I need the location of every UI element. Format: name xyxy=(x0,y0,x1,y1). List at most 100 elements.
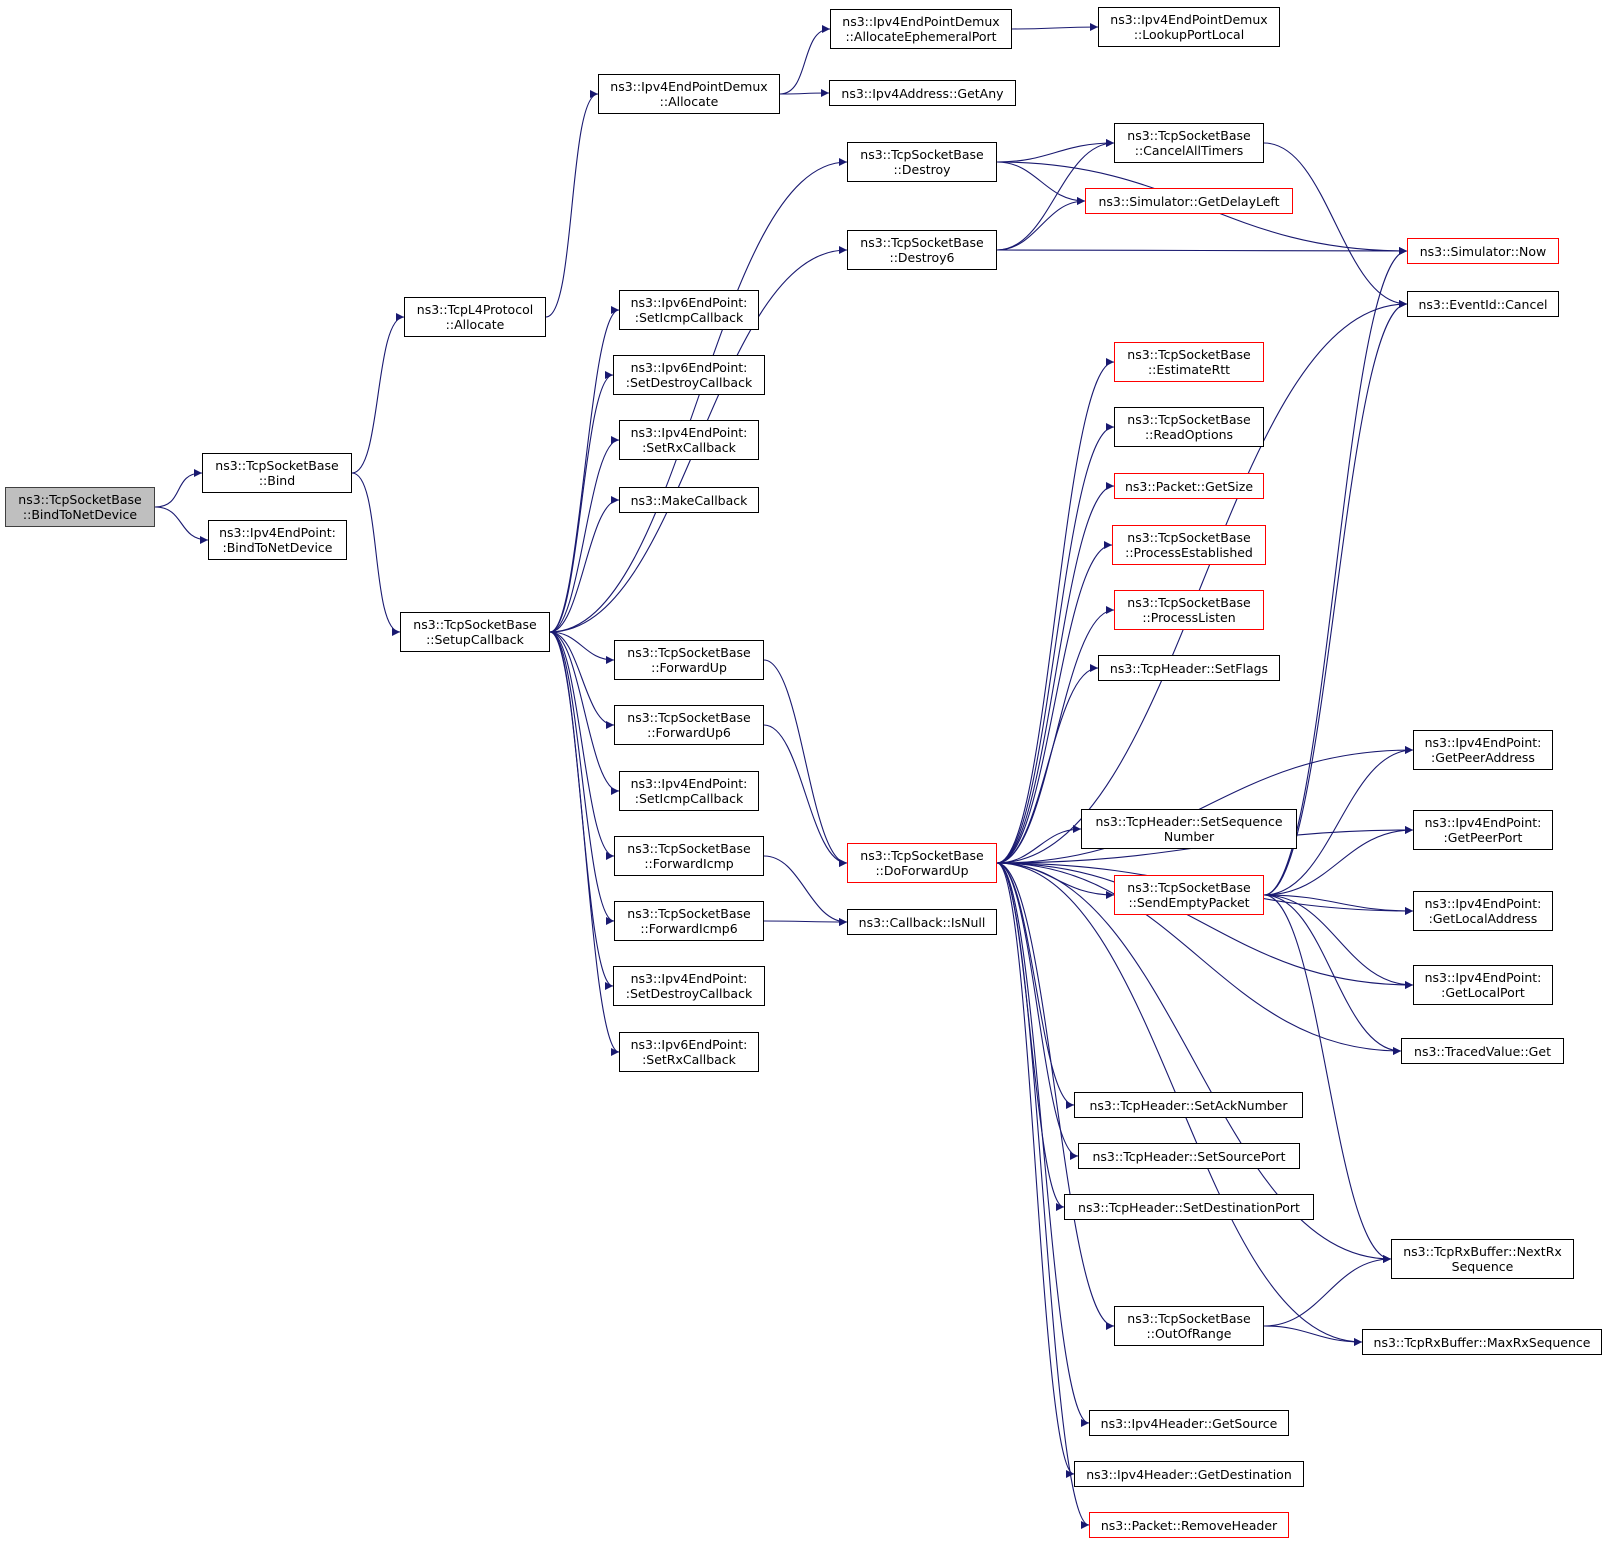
node-label-line: ::CancelAllTimers xyxy=(1134,143,1244,158)
node-tcpheader-setacknumber[interactable]: ns3::TcpHeader::SetAckNumber xyxy=(1074,1092,1303,1118)
node-tcpsocketbase-bindtonetdevice[interactable]: ns3::TcpSocketBase ::BindToNetDevice xyxy=(5,487,155,527)
node-tcpsocketbase-readoptions[interactable]: ns3::TcpSocketBase ::ReadOptions xyxy=(1114,407,1264,447)
node-ipv4endpoint-getlocalport[interactable]: ns3::Ipv4EndPoint: :GetLocalPort xyxy=(1413,965,1553,1005)
node-label-line: ns3::TcpSocketBase xyxy=(1127,128,1251,143)
node-label-line: ::Allocate xyxy=(659,94,719,109)
node-tcpsocketbase-forwardicmp[interactable]: ns3::TcpSocketBase ::ForwardIcmp xyxy=(614,836,764,876)
edge-doforwardup-to-outofrange xyxy=(996,862,1115,1330)
node-packet-getsize[interactable]: ns3::Packet::GetSize xyxy=(1114,473,1264,499)
node-tcpsocketbase-forwardup[interactable]: ns3::TcpSocketBase ::ForwardUp xyxy=(614,640,764,680)
node-tcprxbuffer-maxrxsequence[interactable]: ns3::TcpRxBuffer::MaxRxSequence xyxy=(1362,1329,1602,1355)
node-tcpheader-setflags[interactable]: ns3::TcpHeader::SetFlags xyxy=(1098,655,1280,681)
node-ipv6endpoint-setdestroycallback[interactable]: ns3::Ipv6EndPoint: :SetDestroyCallback xyxy=(613,355,765,395)
node-tcpsocketbase-sendemptypacket[interactable]: ns3::TcpSocketBase ::SendEmptyPacket xyxy=(1114,875,1264,915)
edge-demux_alloc_eph-to-demux_lookup xyxy=(1011,23,1099,32)
node-tcpsocketbase-processestablished[interactable]: ns3::TcpSocketBase ::ProcessEstablished xyxy=(1112,525,1266,565)
node-tcpsocketbase-forwardicmp6[interactable]: ns3::TcpSocketBase ::ForwardIcmp6 xyxy=(614,901,764,941)
node-label-line: Number xyxy=(1163,829,1215,844)
node-tcpl4protocol-allocate[interactable]: ns3::TcpL4Protocol ::Allocate xyxy=(404,297,546,337)
edge-doforwardup-to-setflags xyxy=(996,664,1099,864)
node-label-line: ::ReadOptions xyxy=(1144,427,1234,442)
node-ipv4endpoint-setrxcallback[interactable]: ns3::Ipv4EndPoint: :SetRxCallback xyxy=(619,420,759,460)
edge-setupcallback-to-ep6_setdestroy xyxy=(549,371,614,633)
edge-destroy-to-cancelalltimers xyxy=(996,139,1115,163)
node-label-line: ns3::TcpHeader::SetFlags xyxy=(1109,660,1269,676)
node-ipv4endpoint-getlocaladdress[interactable]: ns3::Ipv4EndPoint: :GetLocalAddress xyxy=(1413,891,1553,931)
node-label-line: ns3::TcpSocketBase xyxy=(860,147,984,162)
node-label-line: ns3::TcpHeader::SetSourcePort xyxy=(1092,1148,1286,1164)
node-label-line: ns3::Ipv4Address::GetAny xyxy=(841,85,1004,101)
node-ipv6endpoint-setrxcallback[interactable]: ns3::Ipv6EndPoint: :SetRxCallback xyxy=(619,1032,759,1072)
node-ipv4endpoint-bindtonetdevice[interactable]: ns3::Ipv4EndPoint: :BindToNetDevice xyxy=(208,520,347,560)
node-tcpheader-setsourceport[interactable]: ns3::TcpHeader::SetSourcePort xyxy=(1078,1143,1300,1169)
node-ipv6endpoint-seticmpcallback[interactable]: ns3::Ipv6EndPoint: :SetIcmpCallback xyxy=(619,290,759,330)
node-makecallback[interactable]: ns3::MakeCallback xyxy=(619,487,759,513)
node-tcpsocketbase-cancelalltimers[interactable]: ns3::TcpSocketBase ::CancelAllTimers xyxy=(1114,123,1264,163)
node-label-line: ns3::Ipv4EndPoint: xyxy=(1424,970,1542,985)
node-tcprxbuffer-nextrxsequence[interactable]: ns3::TcpRxBuffer::NextRx Sequence xyxy=(1391,1239,1574,1279)
node-ipv4endpoint-getpeerport[interactable]: ns3::Ipv4EndPoint: :GetPeerPort xyxy=(1413,810,1553,850)
node-tcpsocketbase-forwardup6[interactable]: ns3::TcpSocketBase ::ForwardUp6 xyxy=(614,705,764,745)
edge-demux_allocate-to-ipv4addr_getany xyxy=(779,89,830,98)
edge-sendemptypacket-to-getpeerport xyxy=(1263,826,1414,896)
edge-setupcallback-to-forwardup xyxy=(549,631,615,664)
node-ipv4header-getdestination[interactable]: ns3::Ipv4Header::GetDestination xyxy=(1074,1461,1304,1487)
node-eventid-cancel[interactable]: ns3::EventId::Cancel xyxy=(1407,291,1559,317)
node-ipv4endpointdemux-allocate[interactable]: ns3::Ipv4EndPointDemux ::Allocate xyxy=(598,74,780,114)
node-label-line: ns3::Ipv4EndPoint: xyxy=(1424,735,1542,750)
node-label-line: ns3::TcpHeader::SetDestinationPort xyxy=(1078,1199,1300,1215)
node-ipv4header-getsource[interactable]: ns3::Ipv4Header::GetSource xyxy=(1089,1410,1289,1436)
node-callback-isnull[interactable]: ns3::Callback::IsNull xyxy=(847,909,997,935)
node-simulator-now[interactable]: ns3::Simulator::Now xyxy=(1407,238,1559,264)
edge-setupcallback-to-ep4_seticmp xyxy=(549,631,620,795)
node-simulator-getdelayleft[interactable]: ns3::Simulator::GetDelayLeft xyxy=(1085,188,1293,214)
edge-doforwardup-to-eventid_cancel xyxy=(996,300,1408,864)
edge-bind-to-setupcallback xyxy=(351,472,401,636)
node-tcpsocketbase-estimatertt[interactable]: ns3::TcpSocketBase ::EstimateRtt xyxy=(1114,342,1264,382)
node-tcpheader-setsequencenumber[interactable]: ns3::TcpHeader::SetSequence Number xyxy=(1081,809,1297,849)
node-tcpsocketbase-outofrange[interactable]: ns3::TcpSocketBase ::OutOfRange xyxy=(1114,1306,1264,1346)
node-packet-removeheader[interactable]: ns3::Packet::RemoveHeader xyxy=(1089,1512,1289,1538)
node-label-line: ns3::TcpRxBuffer::MaxRxSequence xyxy=(1373,1334,1591,1350)
node-label-line: ::DoForwardUp xyxy=(875,863,969,878)
edge-tcpl4_allocate-to-demux_allocate xyxy=(545,90,599,318)
node-label-line: ns3::TracedValue::Get xyxy=(1414,1043,1551,1059)
edge-setupcallback-to-ep6_setrx xyxy=(549,631,620,1056)
node-label-line: ns3::TcpSocketBase xyxy=(860,848,984,863)
node-label-line: ns3::Ipv4EndPointDemux xyxy=(610,79,768,94)
node-label-line: ns3::TcpSocketBase xyxy=(860,235,984,250)
node-tcpsocketbase-bind[interactable]: ns3::TcpSocketBase ::Bind xyxy=(202,453,352,493)
edge-doforwardup-to-setacknumber xyxy=(996,862,1075,1109)
node-label-line: :SetDestroyCallback xyxy=(625,986,753,1001)
node-tcpsocketbase-doforwardup[interactable]: ns3::TcpSocketBase ::DoForwardUp xyxy=(847,843,997,883)
node-label-line: :SetIcmpCallback xyxy=(634,791,744,806)
node-label-line: ns3::Packet::RemoveHeader xyxy=(1100,1517,1278,1533)
edge-sendemptypacket-to-eventid_cancel xyxy=(1263,300,1408,896)
node-ipv4endpointdemux-allocateephemeralport[interactable]: ns3::Ipv4EndPointDemux ::AllocateEphemer… xyxy=(830,9,1012,49)
node-tcpsocketbase-processlisten[interactable]: ns3::TcpSocketBase ::ProcessListen xyxy=(1114,590,1264,630)
node-ipv4endpoint-seticmpcallback[interactable]: ns3::Ipv4EndPoint: :SetIcmpCallback xyxy=(619,771,759,811)
node-tracedvalue-get[interactable]: ns3::TracedValue::Get xyxy=(1401,1038,1564,1064)
node-label-line: ns3::TcpHeader::SetAckNumber xyxy=(1089,1097,1288,1113)
node-ipv4endpoint-getpeeraddress[interactable]: ns3::Ipv4EndPoint: :GetPeerAddress xyxy=(1413,730,1553,770)
node-label-line: :SetIcmpCallback xyxy=(634,310,744,325)
node-label-line: ns3::Ipv6EndPoint: xyxy=(630,295,748,310)
edge-setupcallback-to-makecallback xyxy=(549,496,620,633)
node-tcpheader-setdestinationport[interactable]: ns3::TcpHeader::SetDestinationPort xyxy=(1064,1194,1314,1220)
node-tcpsocketbase-setupcallback[interactable]: ns3::TcpSocketBase ::SetupCallback xyxy=(400,612,550,652)
node-label-line: ::SetupCallback xyxy=(426,632,524,647)
edge-doforwardup-to-setsequencenumber xyxy=(996,825,1082,864)
node-ipv4endpointdemux-lookupportlocal[interactable]: ns3::Ipv4EndPointDemux ::LookupPortLocal xyxy=(1098,7,1280,47)
node-label-line: ns3::TcpSocketBase xyxy=(627,841,751,856)
node-label-line: ::Destroy6 xyxy=(889,250,955,265)
edge-cancelalltimers-to-eventid_cancel xyxy=(1263,142,1408,308)
node-label-line: ::Allocate xyxy=(445,317,505,332)
node-tcpsocketbase-destroy[interactable]: ns3::TcpSocketBase ::Destroy xyxy=(847,142,997,182)
edge-forwardup6-to-doforwardup xyxy=(763,724,848,867)
node-ipv4address-getany[interactable]: ns3::Ipv4Address::GetAny xyxy=(829,80,1016,106)
node-label-line: ns3::TcpSocketBase xyxy=(1127,530,1251,545)
node-ipv4endpoint-setdestroycallback[interactable]: ns3::Ipv4EndPoint: :SetDestroyCallback xyxy=(613,966,765,1006)
node-label-line: ::AllocateEphemeralPort xyxy=(845,29,997,44)
node-tcpsocketbase-destroy6[interactable]: ns3::TcpSocketBase ::Destroy6 xyxy=(847,230,997,270)
edge-destroy6-to-cancelalltimers xyxy=(996,139,1115,251)
